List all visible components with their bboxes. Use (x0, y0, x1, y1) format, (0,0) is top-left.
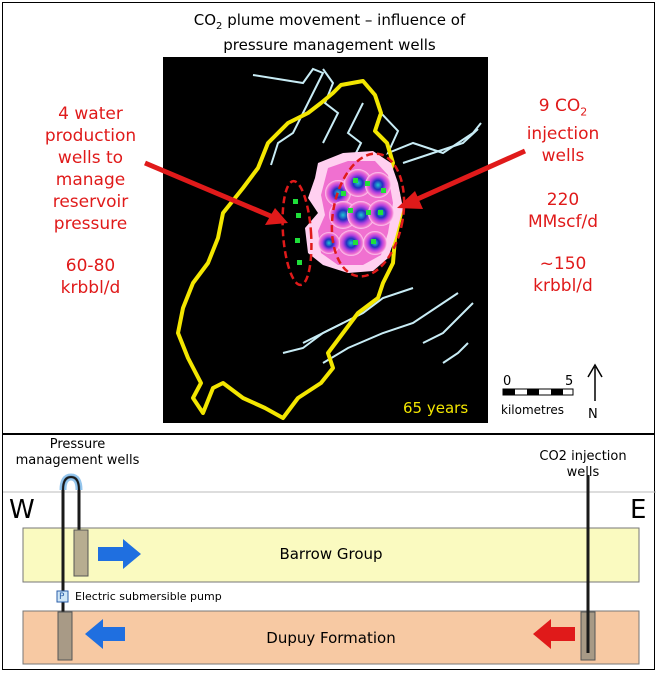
north-arrow-icon (587, 363, 603, 401)
scale-end-label: 5 (565, 374, 574, 389)
left-arrow-icon (144, 160, 288, 225)
cross-section-panel: Pressure management wells CO2 injection … (2, 434, 656, 670)
east-label: E (630, 495, 647, 525)
pump-icon (56, 590, 69, 603)
annotation-line: 4 water (58, 104, 123, 124)
barrow-screen (73, 529, 89, 577)
injection-wells-annotation: 9 CO2 injection wells 220 MMscf/d ~150 k… (503, 95, 623, 297)
north-label: N (588, 407, 598, 422)
production-well-markers (293, 199, 302, 265)
production-wells-annotation: 4 water production wells to manage reser… (23, 103, 158, 299)
scale-bar (502, 388, 574, 396)
annotation-line: wells to (57, 148, 124, 168)
annotation-line: production (44, 126, 137, 146)
map-title: CO2 plume movement – influence of pressu… (193, 11, 466, 54)
barrow-flow-arrow-icon (98, 539, 141, 569)
water-rate-value: ~150 (539, 254, 587, 275)
production-wells-ellipse (281, 179, 313, 287)
dupuy-screen (57, 611, 73, 661)
dupuy-flow-arrow-icon (85, 619, 125, 649)
west-label: W (9, 495, 35, 525)
pump-label: Electric submersible pump (75, 590, 222, 603)
production-rate-unit: krbbl/d (60, 278, 121, 298)
annotation-line: manage (55, 170, 126, 190)
dupuy-formation-label: Dupuy Formation (266, 629, 396, 647)
injection-well-markers (341, 178, 386, 245)
injection-flow-arrow-icon (533, 619, 575, 649)
time-label: 65 years (403, 399, 469, 417)
dupuy-formation-layer (22, 610, 640, 665)
plume-map (144, 57, 603, 423)
scale-unit-label: kilometres (501, 403, 565, 417)
plume-map-panel: CO2 plume movement – influence of pressu… (2, 2, 655, 434)
injection-wells-ellipse (330, 152, 406, 278)
scale-start-label: 0 (503, 374, 512, 389)
co2-plume (305, 151, 403, 273)
injection-wells-label: CO2 injection wells (539, 449, 627, 480)
production-rate-value: 60-80 (65, 256, 116, 276)
pressure-wells-label: Pressure management wells (15, 437, 140, 468)
gas-rate-value: 220 (546, 190, 580, 211)
right-arrow-icon (397, 148, 527, 209)
gas-rate-unit: MMscf/d (527, 212, 599, 233)
pump-icon-letter: P (59, 592, 65, 602)
cross-section-diagram (3, 473, 656, 665)
water-rate-unit: krbbl/d (533, 276, 593, 297)
annotation-line: pressure (53, 214, 128, 234)
annotation-line: reservoir (52, 192, 129, 212)
barrow-group-label: Barrow Group (279, 545, 383, 563)
